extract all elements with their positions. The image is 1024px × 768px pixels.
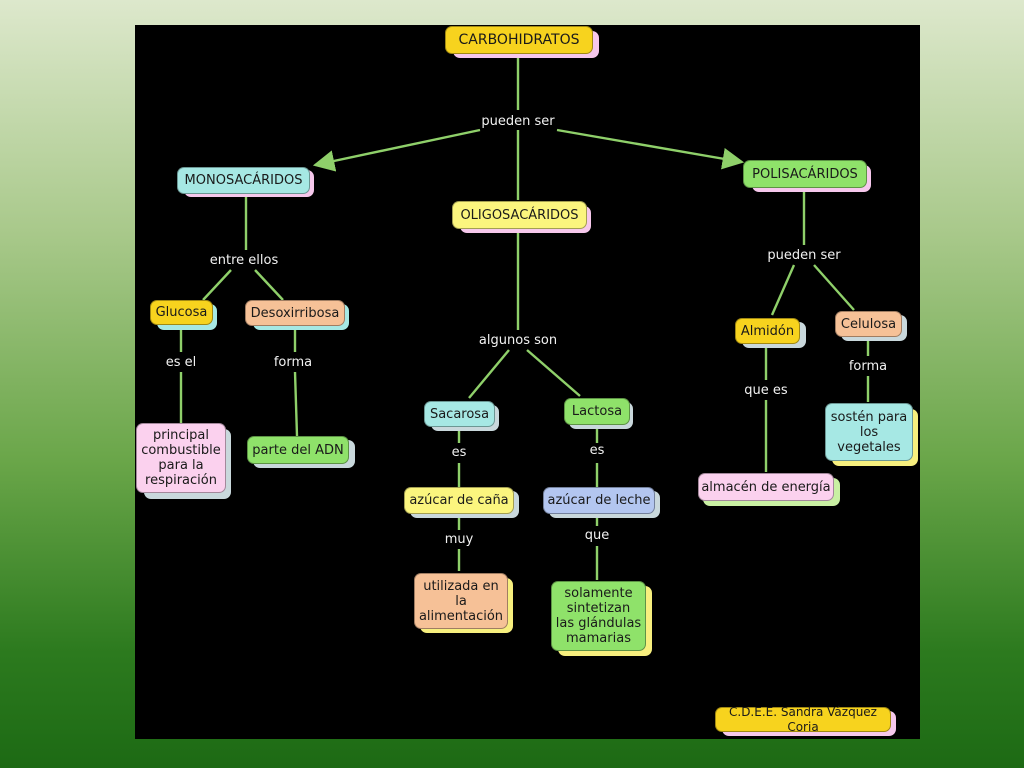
solamente-line-2: sintetizan: [566, 601, 631, 616]
sosten-line-3: vegetales: [837, 439, 901, 455]
line-pueden-to-almidon: [770, 264, 796, 316]
link-pueden-ser-top: pueden ser: [481, 114, 555, 129]
link-es-sacarosa: es: [451, 445, 467, 460]
principal-line-4: respiración: [145, 473, 217, 488]
link-forma-right: forma: [848, 359, 888, 374]
node-parte-del-adn: parte del ADN: [247, 436, 349, 464]
utilizada-line-3: alimentación: [418, 608, 504, 624]
node-glucosa: Glucosa: [150, 300, 213, 325]
link-que-es: que es: [744, 383, 788, 398]
node-oligosacaridos: OLIGOSACÁRIDOS: [452, 201, 587, 229]
sosten-line-2: los: [859, 424, 879, 440]
node-sosten-vegetales: sostén para los vegetales: [825, 403, 913, 461]
principal-line-1: principal: [152, 428, 210, 443]
connector-lines: [179, 55, 870, 580]
link-es-lactosa: es: [589, 443, 605, 458]
link-entre-ellos: entre ellos: [209, 253, 279, 268]
node-almacen-de-energia: almacén de energía: [698, 473, 834, 501]
node-celulosa: Celulosa: [835, 311, 902, 337]
line-algunos-to-lactosa: [526, 349, 581, 397]
node-polisacaridos: POLISACÁRIDOS: [743, 160, 867, 188]
node-utilizada-alimentacion: utilizada en la alimentación: [414, 573, 508, 629]
node-almidon: Almidón: [735, 318, 800, 344]
line-algunos-to-sacarosa: [468, 349, 510, 399]
line-pueden-to-celulosa: [813, 264, 855, 311]
principal-line-2: combustible: [141, 443, 221, 458]
node-azucar-de-cana: azúcar de caña: [404, 487, 514, 514]
utilizada-line-1: utilizada en: [423, 578, 499, 594]
solamente-line-3: las glándulas: [555, 616, 642, 631]
solamente-line-4: mamarias: [566, 631, 631, 646]
link-algunos-son: algunos son: [478, 333, 558, 348]
sosten-line-1: sostén para: [830, 409, 908, 425]
node-lactosa: Lactosa: [564, 398, 630, 425]
credit-badge: C.D.E.E. Sandra Vázquez Coria: [715, 705, 891, 734]
arrow-to-poli: [556, 128, 745, 170]
node-solamente-sintetizan: solamente sintetizan las glándulas mamar…: [551, 581, 646, 651]
node-principal-combustible: principal combustible para la respiració…: [136, 423, 226, 493]
link-pueden-ser-right: pueden ser: [767, 248, 841, 263]
node-monosacaridos: MONOSACÁRIDOS: [177, 167, 310, 194]
link-forma-left: forma: [273, 355, 313, 370]
line-entre-to-glucosa: [202, 269, 232, 301]
node-desoxirribosa: Desoxirribosa: [245, 300, 345, 326]
concept-map-canvas: CARBOHIDRATOS pueden ser MONOSACÁRIDOS O…: [135, 25, 920, 739]
principal-line-3: para la: [158, 458, 204, 473]
line-entre-to-desoxi: [254, 269, 284, 301]
solamente-line-1: solamente: [564, 586, 633, 601]
node-sacarosa: Sacarosa: [424, 401, 495, 427]
node-azucar-de-leche: azúcar de leche: [543, 487, 655, 514]
line-forma-to-adn: [293, 371, 299, 437]
arrow-to-mono: [312, 128, 481, 172]
link-es-el: es el: [165, 355, 197, 370]
link-muy: muy: [444, 532, 474, 547]
node-carbohidratos: CARBOHIDRATOS: [445, 26, 593, 54]
utilizada-line-2: la: [455, 593, 467, 609]
link-que-leche: que: [584, 528, 610, 543]
